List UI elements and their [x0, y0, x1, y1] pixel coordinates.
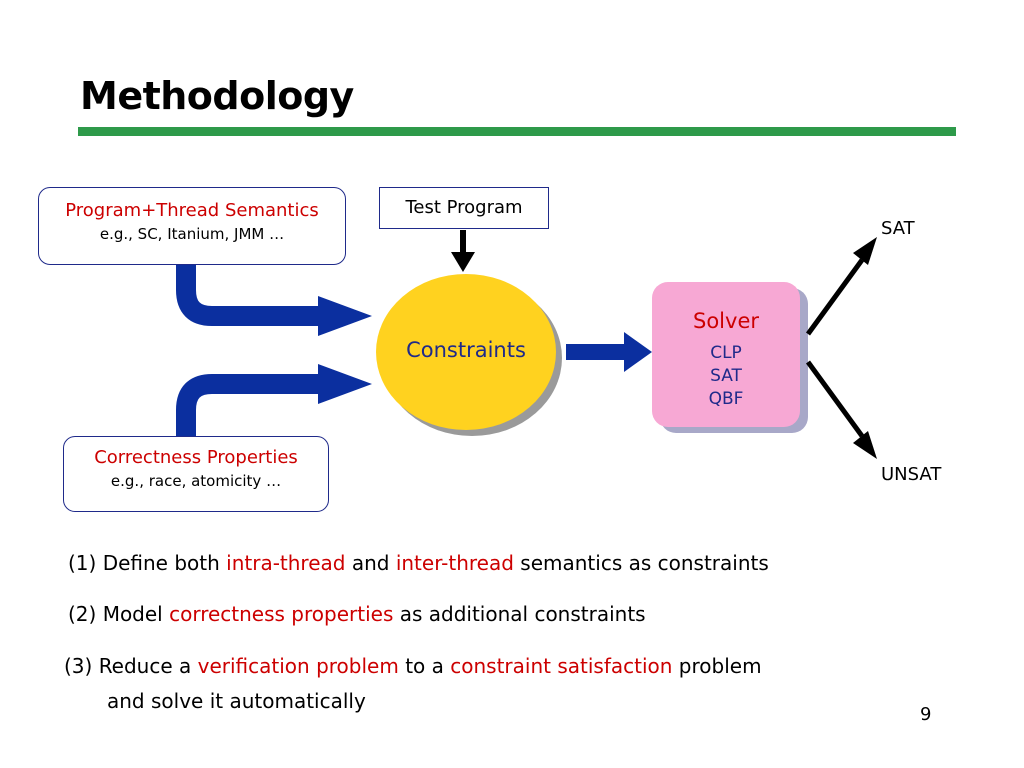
test-arrowhead: [451, 252, 475, 272]
step-1-highlight-inter: inter-thread: [395, 551, 514, 575]
step-2-suffix: as additional constraints: [393, 602, 646, 626]
step-1-mid: and: [345, 551, 396, 575]
step-3-suffix: problem: [672, 654, 762, 678]
correctness-title: Correctness Properties: [94, 447, 298, 468]
constraints-label: Constraints: [406, 338, 526, 362]
unsat-arrow: [805, 360, 865, 438]
test-program-box: Test Program: [379, 187, 549, 229]
correctness-to-constraints-arrow: [176, 374, 320, 436]
step-1-highlight-intra: intra-thread: [226, 551, 346, 575]
solver-item-clp: CLP: [710, 343, 742, 363]
solver-box: [652, 282, 800, 427]
step-3-text: (3) Reduce a: [64, 654, 198, 678]
step-2-text: (2) Model: [68, 602, 170, 626]
sat-arrowhead: [853, 237, 877, 265]
solver-item-sat: SAT: [710, 366, 742, 386]
step-1-suffix: semantics as constraints: [513, 551, 769, 575]
constraints-to-solver-arrowhead: [624, 332, 652, 372]
step-3: (3) Reduce a verification problem to a c…: [64, 653, 762, 679]
constraints-ellipse: [376, 274, 556, 430]
step-2: (2) Model correctness properties as addi…: [68, 601, 646, 627]
step-3-highlight-constraint: constraint satisfaction: [450, 654, 673, 678]
unsat-output-label: UNSAT: [881, 464, 942, 485]
semantics-to-constraints-arrow: [176, 265, 320, 326]
unsat-arrowhead: [853, 431, 877, 459]
step-1: (1) Define both intra-thread and inter-t…: [68, 550, 769, 576]
page-title: Methodology: [80, 74, 354, 118]
sat-output-label: SAT: [881, 218, 915, 239]
step-3-mid: to a: [398, 654, 451, 678]
sat-arrow: [805, 258, 865, 336]
correctness-arrowhead: [318, 364, 372, 404]
solver-title: Solver: [693, 309, 759, 333]
program-semantics-title: Program+Thread Semantics: [65, 200, 319, 221]
step-3-highlight-verification: verification problem: [197, 654, 399, 678]
constraints-to-solver-shaft: [566, 344, 628, 360]
program-semantics-subtitle: e.g., SC, Itanium, JMM …: [99, 225, 285, 243]
step-1-text: (1) Define both: [68, 551, 227, 575]
step-2-highlight: correctness properties: [169, 602, 394, 626]
semantics-arrowhead: [318, 296, 372, 336]
correctness-subtitle: e.g., race, atomicity …: [110, 472, 282, 490]
step-3-line-2: and solve it automatically: [107, 689, 366, 713]
solver-item-qbf: QBF: [708, 389, 744, 409]
title-underline: [78, 127, 956, 136]
program-semantics-box: Program+Thread Semantics e.g., SC, Itani…: [38, 187, 346, 265]
page-number: 9: [920, 704, 932, 725]
correctness-properties-box: Correctness Properties e.g., race, atomi…: [63, 436, 329, 512]
